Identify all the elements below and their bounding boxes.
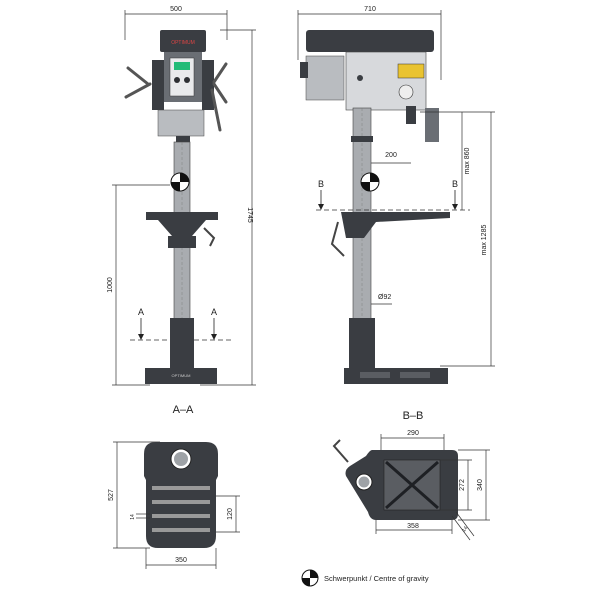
warning-label bbox=[397, 63, 425, 79]
front-table-height-label: 1000 bbox=[107, 277, 114, 293]
base-brand-label: OPTIMUM bbox=[172, 373, 191, 378]
section-a-slot-width-label: 14 bbox=[130, 514, 136, 520]
feed-handle-left bbox=[124, 82, 152, 99]
front-table-bracket bbox=[158, 220, 206, 236]
section-b-marker-left: B bbox=[318, 179, 324, 189]
legend-label: Schwerpunkt / Centre of gravity bbox=[324, 574, 429, 583]
section-b-marker-right: B bbox=[452, 179, 458, 189]
spindle-housing bbox=[157, 109, 205, 137]
front-brand-label: OPTIMUM bbox=[171, 40, 195, 46]
legend: Schwerpunkt / Centre of gravity bbox=[301, 569, 429, 587]
front-view: 500 1745 1000 OPTIMUM bbox=[107, 6, 256, 386]
display bbox=[174, 62, 190, 70]
section-b-crank bbox=[332, 439, 349, 463]
reach-label: 200 bbox=[385, 152, 397, 159]
t-slot bbox=[152, 486, 210, 490]
section-a-depth-label: 527 bbox=[108, 489, 115, 501]
side-handle bbox=[425, 108, 439, 142]
front-table bbox=[146, 212, 218, 220]
section-a-base bbox=[144, 442, 218, 548]
section-b-title: B–B bbox=[403, 410, 424, 422]
side-base bbox=[344, 368, 448, 384]
front-base bbox=[145, 368, 217, 384]
side-centre-of-gravity-marker bbox=[360, 172, 380, 192]
section-b-inner-height-label: 272 bbox=[459, 479, 466, 491]
front-centre-of-gravity-marker bbox=[170, 172, 190, 192]
t-slot bbox=[152, 528, 210, 532]
side-table-crank bbox=[330, 221, 345, 257]
side-width-label: 710 bbox=[364, 6, 376, 13]
t-slot bbox=[152, 500, 210, 504]
section-a-slot-label: 120 bbox=[227, 508, 234, 520]
column-diameter-label: Ø92 bbox=[378, 294, 391, 301]
section-a-title: A–A bbox=[173, 404, 194, 416]
spindle-height-label: max 1285 bbox=[481, 225, 488, 256]
front-width-label: 500 bbox=[170, 6, 182, 13]
side-view: 710 200 max 860 max 1285 bbox=[297, 6, 495, 384]
table-crank bbox=[203, 227, 216, 247]
section-a-marker-left: A bbox=[138, 307, 144, 317]
section-a-marker-right: A bbox=[211, 307, 217, 317]
feed-handle-right bbox=[212, 82, 228, 104]
section-b-b: B–B 290 272 340 358 14 bbox=[332, 410, 490, 541]
front-height-label: 1745 bbox=[246, 207, 253, 223]
front-column-sleeve bbox=[170, 318, 194, 368]
section-b-bottom-label: 358 bbox=[407, 523, 419, 530]
section-b-outer-height-label: 340 bbox=[477, 479, 484, 491]
section-a-width-label: 350 bbox=[175, 557, 187, 564]
motor bbox=[305, 55, 345, 101]
section-b-top-label: 290 bbox=[407, 430, 419, 437]
side-table bbox=[341, 212, 450, 238]
t-slot bbox=[152, 514, 210, 518]
chuck bbox=[406, 106, 416, 124]
stroke-label: max 860 bbox=[464, 147, 471, 174]
centre-of-gravity-icon bbox=[301, 569, 319, 587]
side-head-cover bbox=[306, 30, 434, 52]
front-head-top bbox=[160, 30, 206, 52]
side-head-body bbox=[345, 51, 427, 111]
section-a-a: A–A 527 120 14 350 bbox=[108, 404, 240, 569]
section-b-slot-width-label: 14 bbox=[461, 525, 469, 533]
side-column-sleeve bbox=[349, 318, 375, 368]
control-knob bbox=[174, 77, 180, 83]
